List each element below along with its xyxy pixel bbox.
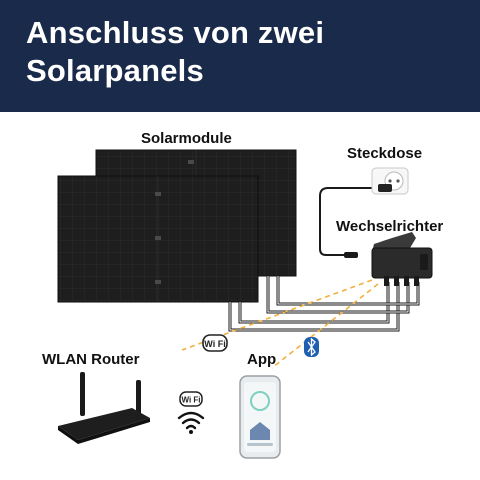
signal-lines xyxy=(181,279,379,369)
ac-cable xyxy=(319,187,388,256)
label-router: WLAN Router xyxy=(42,351,140,368)
label-solar-modules: Solarmodule xyxy=(141,130,232,147)
label-inverter: Wechselrichter xyxy=(336,218,444,235)
wifi-badge-text-2: Wi Fi xyxy=(181,396,200,405)
title-line-2: Solarpanels xyxy=(26,53,204,88)
wifi-signal-icon: Wi Fi xyxy=(177,391,205,434)
label-socket: Steckdose xyxy=(347,145,423,162)
wifi-badge-icon: Wi Fi xyxy=(202,334,228,352)
router-icon xyxy=(58,372,150,444)
socket-icon xyxy=(371,167,409,195)
bluetooth-icon xyxy=(304,337,319,357)
smartphone-icon xyxy=(239,375,281,459)
panel-cables xyxy=(228,276,420,332)
header-banner: Anschluss von zwei Solarpanels xyxy=(0,0,480,112)
label-app: App xyxy=(247,351,277,368)
solar-panel-front xyxy=(57,175,259,303)
page-title: Anschluss von zwei Solarpanels xyxy=(26,14,324,90)
title-line-1: Anschluss von zwei xyxy=(26,15,325,50)
inverter-icon xyxy=(344,232,433,286)
wifi-badge-text: Wi Fi xyxy=(204,339,225,349)
